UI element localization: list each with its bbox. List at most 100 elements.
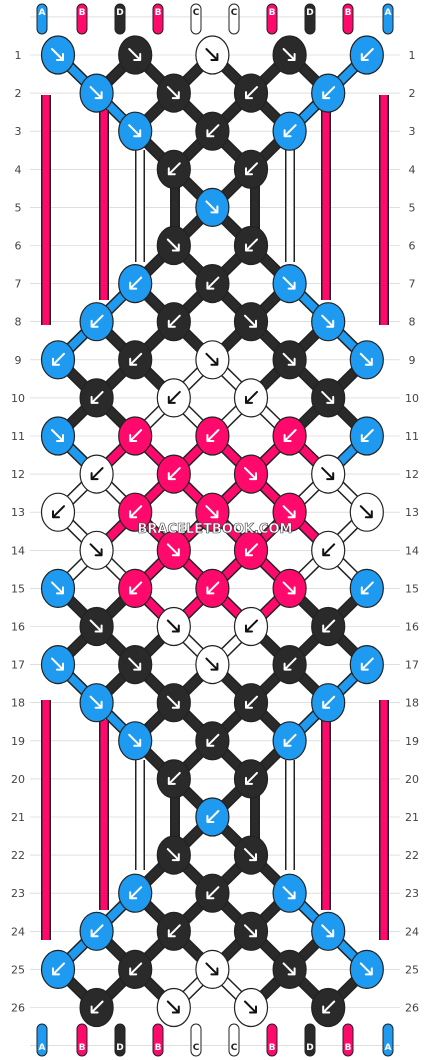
- row-number-right: 7: [409, 278, 416, 291]
- arrow-down-left-icon: [360, 657, 374, 671]
- knot-forward: [349, 949, 384, 990]
- knot-backward: [311, 606, 346, 647]
- strand-tab-top: [152, 3, 164, 35]
- row-number-left: 10: [11, 392, 25, 405]
- knot-forward: [118, 721, 153, 761]
- strand-letter-top: B: [345, 8, 352, 18]
- knot-forward: [311, 378, 346, 418]
- arrow-down-left-icon: [283, 733, 297, 747]
- arrow-down-right-icon: [128, 124, 142, 138]
- arrow-down-right-icon: [89, 619, 103, 633]
- knot-forward: [272, 492, 307, 532]
- knot-forward: [79, 683, 114, 723]
- knot-backward: [156, 378, 191, 418]
- row-number-right: 25: [405, 963, 419, 976]
- knot-forward: [195, 340, 230, 380]
- row-number-left: 21: [11, 811, 25, 824]
- knot-backward: [195, 797, 230, 837]
- row-number-right: 17: [405, 659, 419, 672]
- strand-tab-bottom: [114, 1023, 126, 1057]
- arrow-down-right-icon: [244, 314, 257, 328]
- knot-backward: [195, 264, 230, 304]
- row-number-left: 2: [15, 87, 22, 100]
- arrow-down-right-icon: [244, 848, 257, 862]
- arrow-down-left-icon: [52, 505, 65, 519]
- arrow-down-right-icon: [205, 962, 219, 976]
- knot-forward: [156, 683, 191, 723]
- knot-backward: [118, 568, 153, 609]
- knot-forward: [40, 568, 76, 609]
- row-number-left: 19: [11, 735, 25, 748]
- arrow-down-right-icon: [89, 543, 103, 557]
- knot-forward: [195, 644, 230, 685]
- row-number-left: 11: [11, 430, 25, 443]
- arrow-down-left-icon: [360, 581, 374, 595]
- knot-backward: [272, 644, 307, 685]
- knot-backward: [79, 302, 114, 342]
- arrow-down-right-icon: [282, 276, 296, 290]
- knot-backward: [79, 911, 114, 951]
- row-number-right: 22: [405, 849, 419, 862]
- arrow-down-right-icon: [205, 200, 219, 214]
- arrow-down-right-icon: [51, 657, 64, 671]
- knot-forward: [79, 606, 114, 647]
- strand-letter-bottom: A: [39, 1043, 46, 1053]
- arrow-down-left-icon: [245, 771, 258, 785]
- strand-letter-bottom: D: [116, 1043, 123, 1053]
- arrow-down-left-icon: [245, 238, 258, 252]
- knot-forward: [156, 606, 191, 647]
- knot-forward: [118, 644, 153, 685]
- arrow-down-right-icon: [205, 48, 219, 61]
- arrow-down-right-icon: [321, 467, 335, 481]
- row-number-right: 14: [405, 544, 419, 557]
- knot-forward: [349, 340, 384, 380]
- row-number-right: 12: [405, 468, 419, 481]
- knot-backward: [233, 378, 269, 418]
- knot-forward: [272, 568, 307, 609]
- strand-letter-bottom: B: [155, 1043, 162, 1053]
- row-number-right: 20: [405, 773, 419, 786]
- strand-tab-top: [342, 3, 354, 35]
- row-number-right: 10: [405, 392, 419, 405]
- strand-letter-bottom: A: [385, 1043, 392, 1053]
- strand-tab-top: [266, 3, 278, 35]
- row-number-left: 16: [11, 621, 25, 634]
- arrow-down-right-icon: [359, 962, 373, 976]
- knot-forward: [156, 987, 191, 1028]
- arrow-down-left-icon: [245, 86, 258, 100]
- row-number-left: 13: [11, 506, 25, 519]
- arrow-down-right-icon: [89, 695, 103, 709]
- arrow-down-right-icon: [166, 695, 180, 709]
- knot-forward: [233, 835, 269, 875]
- arrow-down-right-icon: [128, 48, 142, 61]
- knot-backward: [40, 492, 76, 532]
- arrow-down-right-icon: [89, 86, 103, 100]
- knot-backward: [156, 759, 191, 799]
- knot-backward: [156, 454, 191, 494]
- arrow-down-left-icon: [90, 390, 104, 404]
- arrow-down-left-icon: [129, 505, 143, 519]
- knot-forward: [311, 302, 346, 342]
- knot-forward: [195, 187, 230, 227]
- knot-forward: [233, 987, 269, 1028]
- strand-letter-top: D: [306, 8, 313, 18]
- arrow-down-left-icon: [245, 162, 258, 176]
- knot-forward: [311, 454, 346, 494]
- strand-tab-top: [76, 3, 88, 35]
- knot-backward: [349, 416, 384, 456]
- knot-forward: [40, 416, 76, 456]
- knot-backward: [40, 340, 76, 380]
- row-number-right: 23: [405, 887, 419, 900]
- row-number-left: 23: [11, 887, 25, 900]
- arrow-down-left-icon: [52, 962, 65, 976]
- arrow-down-left-icon: [167, 390, 181, 404]
- arrow-down-left-icon: [167, 162, 181, 176]
- strand-letter-top: B: [269, 8, 276, 18]
- knot-forward: [156, 835, 191, 875]
- row-number-right: 21: [405, 811, 419, 824]
- knot-forward: [272, 873, 307, 913]
- row-number-right: 8: [409, 316, 416, 329]
- arrow-down-left-icon: [129, 352, 143, 366]
- arrow-down-right-icon: [282, 581, 296, 595]
